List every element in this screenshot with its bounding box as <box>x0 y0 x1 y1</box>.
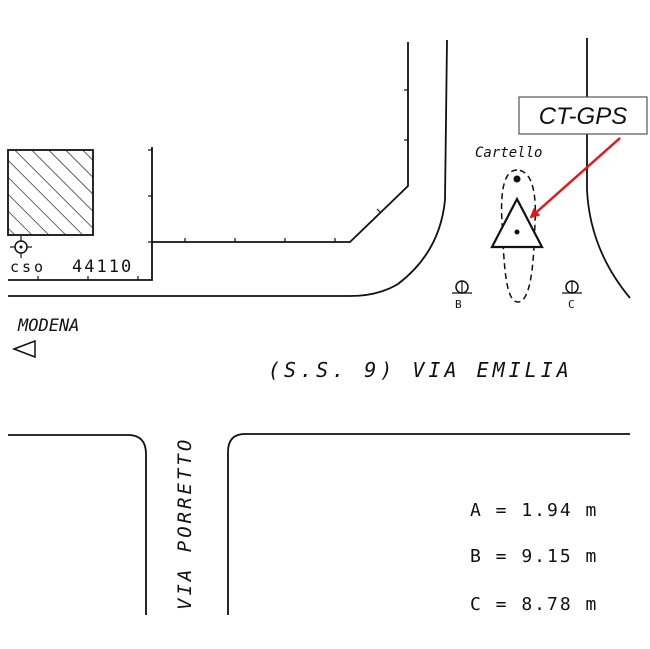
building-boundary-left <box>8 147 153 281</box>
sign-post-dot <box>513 175 521 183</box>
callout-arrow <box>529 137 621 219</box>
distance-c: C = 8.78 m <box>470 594 598 615</box>
modena-label: MODENA <box>17 316 79 336</box>
callout-box <box>518 96 648 135</box>
road-curb-southwest <box>8 434 147 615</box>
survey-marker-c: C <box>562 280 582 311</box>
triangle-point-icon <box>490 196 544 249</box>
cso-number: 44110 <box>72 257 133 277</box>
road-curb-southeast <box>227 433 630 615</box>
block-boundary <box>152 42 409 243</box>
marker-letter-b: B <box>455 298 462 311</box>
distance-a: A = 1.94 m <box>470 500 598 521</box>
via-porretto-label: VIA PORRETTO <box>174 437 196 610</box>
station-center-dot <box>514 229 520 235</box>
boundary-ticks-left <box>37 149 152 280</box>
callout-label: CT-GPS <box>539 103 627 130</box>
target-circle-icon <box>10 236 32 258</box>
hatched-building <box>7 149 94 236</box>
survey-marker-b: B <box>452 280 472 311</box>
cso-label: cso <box>10 258 46 276</box>
road-curb-east <box>586 38 631 299</box>
sign-outline-dashed <box>500 169 537 303</box>
triangle-left-icon <box>11 339 36 359</box>
block-boundary-ticks <box>184 89 408 242</box>
distance-b: B = 9.15 m <box>470 546 598 567</box>
cartello-label: Cartello <box>475 145 542 161</box>
marker-letter-c: C <box>568 298 575 311</box>
road-curb-north <box>8 39 448 297</box>
via-emilia-label: (S.S. 9) VIA EMILIA <box>268 358 573 382</box>
